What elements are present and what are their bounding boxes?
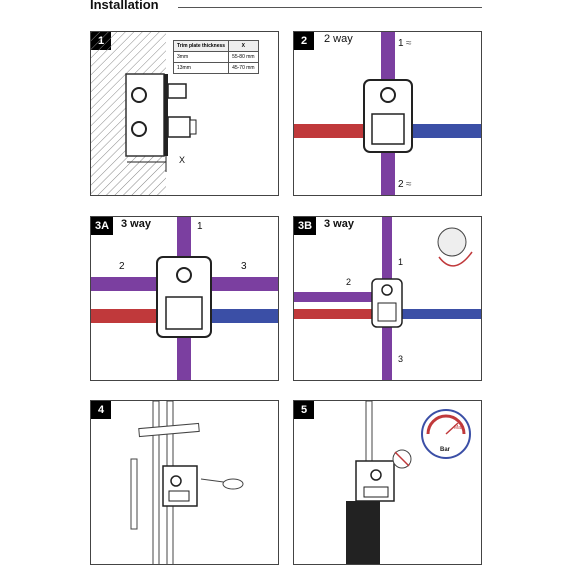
panel-1: 1 X Trim plate thickness X 3mm 55-80 mm … bbox=[90, 31, 279, 196]
panel-number: 4 bbox=[91, 401, 111, 419]
panel-title: 3 way bbox=[121, 218, 151, 230]
table-cell: 13mm bbox=[172, 62, 230, 74]
outlet-label-1: 1 bbox=[398, 257, 403, 267]
table-cell: 45-70 mm bbox=[228, 62, 259, 74]
table-header: Trim plate thickness bbox=[172, 40, 230, 52]
panel-title: 2 way bbox=[324, 33, 353, 45]
table-row: 3mm 55-80 mm bbox=[172, 51, 259, 63]
panel-3b: 3B 3 way 1 2 3 bbox=[293, 216, 482, 381]
flow-symbol: ≈ bbox=[406, 179, 412, 190]
table-cell: 55-80 mm bbox=[228, 51, 259, 63]
outlet-label-2: 2 bbox=[119, 261, 125, 272]
flow-symbol: ≈ bbox=[406, 38, 412, 49]
panel-5: 5 Max Bar bbox=[293, 400, 482, 565]
gauge-max-label: Max bbox=[454, 425, 464, 431]
outlet-label-1: 1 bbox=[398, 38, 404, 49]
panel-4: 4 bbox=[90, 400, 279, 565]
panel-2: 2 2 way 1 ≈ 2 ≈ bbox=[293, 31, 482, 196]
three-way-diagram-a: 1 2 3 bbox=[91, 217, 278, 380]
title-rule bbox=[178, 7, 482, 8]
pressure-test-diagram: Max Bar bbox=[346, 401, 471, 564]
table-cell: 3mm bbox=[172, 51, 230, 63]
table-header: X bbox=[228, 40, 259, 52]
gauge-unit-label: Bar bbox=[440, 447, 451, 453]
table-row: 13mm 45-70 mm bbox=[172, 62, 259, 74]
trim-plate-table: Trim plate thickness X 3mm 55-80 mm 13mm… bbox=[172, 40, 259, 74]
panel-number: 3A bbox=[91, 217, 114, 235]
outlet-label-2: 2 bbox=[398, 179, 404, 190]
outlet-label-1: 1 bbox=[197, 221, 203, 232]
page-title: Installation bbox=[90, 0, 159, 12]
panel-title: 3 way bbox=[324, 218, 354, 230]
panel-number: 2 bbox=[294, 32, 314, 50]
mounting-diagram bbox=[130, 401, 244, 564]
panel-number: 5 bbox=[294, 401, 314, 419]
panel-number: 3B bbox=[294, 217, 317, 235]
dimension-label: X bbox=[179, 155, 185, 165]
detail-inset bbox=[437, 227, 467, 257]
three-way-diagram-b: 1 2 3 bbox=[294, 217, 481, 380]
outlet-label-3: 3 bbox=[241, 261, 247, 272]
outlet-label-2: 2 bbox=[346, 277, 351, 287]
panel-3a: 3A 3 way 1 2 3 bbox=[90, 216, 279, 381]
wall-mount-diagram: X bbox=[91, 32, 197, 195]
two-way-diagram: 1 ≈ 2 ≈ bbox=[294, 32, 481, 195]
outlet-label-3: 3 bbox=[398, 354, 403, 364]
